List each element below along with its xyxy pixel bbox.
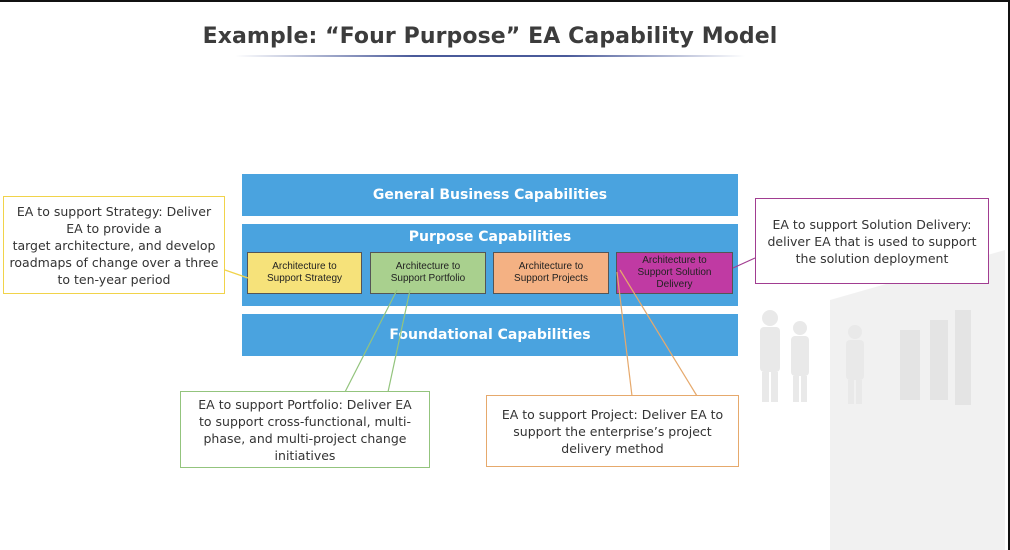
frame-top-border [0,0,1010,2]
project-callout: EA to support Project: Deliver EA to sup… [486,395,739,467]
portfolio-callout: EA to support Portfolio: Deliver EA to s… [180,391,430,468]
general-business-capabilities-bar: General Business Capabilities [242,174,738,216]
architecture-support-strategy-box: Architecture to Support Strategy [247,252,362,294]
strategy-connector [224,269,249,279]
architecture-support-solution-delivery-box: Architecture to Support Solution Deliver… [616,252,733,294]
solution-connector [732,257,756,269]
portfolio-connector-left [344,289,398,393]
strategy-callout: EA to support Strategy: Deliver EA to pr… [3,196,225,294]
project-connector-right [619,269,698,397]
page-title: Example: “Four Purpose” EA Capability Mo… [202,24,778,49]
frame-right-border [1008,0,1010,550]
project-connector-left [616,271,633,397]
purpose-capabilities-label: Purpose Capabilities [408,229,572,245]
portfolio-connector-right [387,289,411,393]
title-underline [235,55,745,57]
architecture-support-portfolio-box: Architecture to Support Portfolio [370,252,486,294]
foundational-capabilities-bar: Foundational Capabilities [242,314,738,356]
solution-delivery-callout: EA to support Solution Delivery: deliver… [755,198,989,284]
architecture-support-projects-box: Architecture to Support Projects [493,252,609,294]
